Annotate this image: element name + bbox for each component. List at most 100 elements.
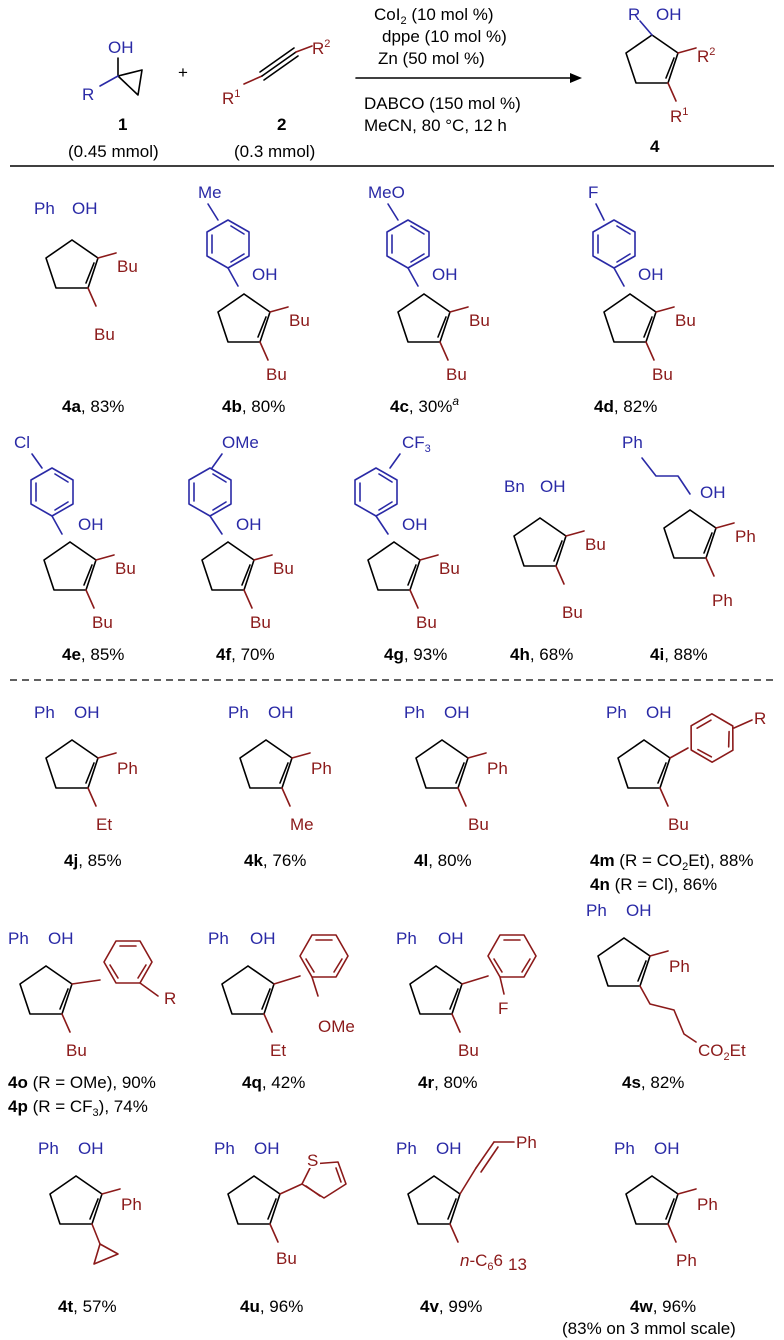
- svg-text:Ph: Ph: [117, 759, 138, 778]
- product-4k: Ph OH Ph Me 4k, 76%: [228, 703, 332, 870]
- svg-text:Bu: Bu: [289, 311, 310, 330]
- svg-text:Bu: Bu: [92, 613, 113, 632]
- amount-1: (0.45 mmol): [68, 142, 159, 161]
- svg-text:Bu: Bu: [668, 815, 689, 834]
- reaction-conditions: CoI2 (10 mol %) dppe (10 mol %) Zn (50 m…: [355, 5, 582, 135]
- svg-text:4j, 85%: 4j, 85%: [64, 851, 122, 870]
- r1-label: R1: [222, 88, 240, 108]
- svg-text:Ph: Ph: [311, 759, 332, 778]
- svg-text:OH: OH: [540, 477, 566, 496]
- svg-text:Ph: Ph: [586, 901, 607, 920]
- svg-text:Bu: Bu: [115, 559, 136, 578]
- product-4a: Ph OH Bu Bu 4a, 83%: [34, 199, 138, 416]
- svg-text:Ph: Ph: [396, 1139, 417, 1158]
- svg-text:4: 4: [650, 137, 660, 156]
- product-4q: Ph OH OMe Et 4q, 42%: [208, 929, 355, 1092]
- product-4l: Ph OH Ph Bu 4l, 80%: [404, 703, 508, 870]
- svg-text:OH: OH: [638, 265, 664, 284]
- svg-text:Ph: Ph: [38, 1139, 59, 1158]
- product-4i: Ph OH Ph Ph 4i, 88%: [622, 433, 756, 664]
- svg-text:Ph: Ph: [214, 1139, 235, 1158]
- r1-label: R1: [670, 106, 688, 126]
- condition-dppe: dppe (10 mol %): [382, 27, 507, 46]
- product-4f: OMe OH Bu Bu 4f, 70%: [188, 433, 294, 664]
- product-4v: Ph OH Ph n-C66 13 4v, 99%: [396, 1133, 537, 1316]
- svg-text:Ph: Ph: [121, 1195, 142, 1214]
- svg-text:OH: OH: [626, 901, 652, 920]
- product-4m-4n: Ph OH R Bu 4m (R = CO2Et), 88% 4n (R = C…: [590, 703, 766, 894]
- svg-text:Bu: Bu: [468, 815, 489, 834]
- svg-text:MeO: MeO: [368, 183, 405, 202]
- svg-text:Ph: Ph: [396, 929, 417, 948]
- product-4s: Ph OH Ph CO2Et 4s, 82%: [586, 901, 746, 1092]
- svg-text:4g, 93%: 4g, 93%: [384, 645, 447, 664]
- svg-text:OH: OH: [432, 265, 458, 284]
- svg-text:OH: OH: [438, 929, 464, 948]
- svg-text:Bu: Bu: [250, 613, 271, 632]
- svg-text:Ph: Ph: [735, 527, 756, 546]
- svg-text:Ph: Ph: [487, 759, 508, 778]
- condition-dabco: DABCO (150 mol %): [364, 94, 521, 113]
- r2-label: R2: [312, 38, 330, 58]
- svg-text:OMe: OMe: [318, 1017, 355, 1036]
- svg-text:OH: OH: [402, 515, 428, 534]
- svg-text:4c, 30%a: 4c, 30%a: [390, 394, 459, 416]
- r-label: R: [82, 85, 94, 104]
- svg-text:R: R: [164, 989, 176, 1008]
- oh-label: OH: [108, 38, 134, 57]
- r2-label: R2: [697, 46, 715, 66]
- condition-solvent: MeCN, 80 °C, 12 h: [364, 116, 507, 135]
- svg-text:OH: OH: [250, 929, 276, 948]
- product-4g: CF3 OH Bu Bu 4g, 93%: [354, 433, 460, 664]
- svg-text:Bu: Bu: [652, 365, 673, 384]
- svg-text:4t, 57%: 4t, 57%: [58, 1297, 117, 1316]
- svg-text:Bu: Bu: [562, 603, 583, 622]
- svg-text:Ph: Ph: [712, 591, 733, 610]
- svg-text:4d, 82%: 4d, 82%: [594, 397, 657, 416]
- svg-text:4p (R = CF3), 74%: 4p (R = CF3), 74%: [8, 1097, 148, 1119]
- svg-text:4h, 68%: 4h, 68%: [510, 645, 573, 664]
- svg-text:Bu: Bu: [266, 365, 287, 384]
- product-4j: Ph OH Ph Et 4j, 85%: [34, 703, 138, 870]
- svg-text:OH: OH: [78, 1139, 104, 1158]
- product-4e: Cl OH Bu Bu 4e, 85%: [14, 433, 136, 664]
- svg-text:Bu: Bu: [94, 325, 115, 344]
- svg-text:4o (R = OMe), 90%: 4o (R = OMe), 90%: [8, 1073, 156, 1092]
- product-4h: Bn OH Bu Bu 4h, 68%: [504, 477, 606, 664]
- svg-text:4r, 80%: 4r, 80%: [418, 1073, 478, 1092]
- svg-text:OH: OH: [252, 265, 278, 284]
- svg-text:Bu: Bu: [66, 1041, 87, 1060]
- svg-text:Ph: Ph: [404, 703, 425, 722]
- reagent-2: R1 R2 2 (0.3 mmol): [222, 38, 330, 161]
- svg-text:Ph: Ph: [614, 1139, 635, 1158]
- product-4w: Ph OH Ph Ph 4w, 96% (83% on 3 mmol scale…: [562, 1139, 736, 1338]
- product-4d: F OH Bu Bu 4d, 82%: [588, 183, 696, 416]
- svg-text:Ph: Ph: [228, 703, 249, 722]
- svg-text:4m (R = CO2Et), 88%: 4m (R = CO2Et), 88%: [590, 851, 753, 873]
- svg-text:OMe: OMe: [222, 433, 259, 452]
- svg-text:CO2Et: CO2Et: [698, 1041, 746, 1063]
- svg-text:4e, 85%: 4e, 85%: [62, 645, 124, 664]
- svg-text:Bu: Bu: [585, 535, 606, 554]
- svg-text:Ph: Ph: [676, 1251, 697, 1270]
- svg-text:R: R: [754, 709, 766, 728]
- product-4t: Ph OH Ph 4t, 57%: [38, 1139, 142, 1316]
- svg-text:Ph: Ph: [208, 929, 229, 948]
- svg-text:Bu: Bu: [446, 365, 467, 384]
- svg-text:4b, 80%: 4b, 80%: [222, 397, 285, 416]
- condition-coi2: CoI2 (10 mol %): [374, 5, 494, 27]
- svg-text:OH: OH: [656, 5, 682, 24]
- svg-text:Ph: Ph: [622, 433, 643, 452]
- svg-text:F: F: [498, 999, 508, 1018]
- svg-text:4a, 83%: 4a, 83%: [62, 397, 124, 416]
- svg-text:Ph: Ph: [669, 957, 690, 976]
- svg-text:Ph: Ph: [516, 1133, 537, 1152]
- svg-text:Ph: Ph: [697, 1195, 718, 1214]
- svg-text:Bu: Bu: [276, 1249, 297, 1268]
- svg-text:OH: OH: [700, 483, 726, 502]
- svg-text:4f, 70%: 4f, 70%: [216, 645, 275, 664]
- amount-2: (0.3 mmol): [234, 142, 315, 161]
- svg-text:Bu: Bu: [469, 311, 490, 330]
- product-4-general: R OH R2 R1 4: [625, 5, 715, 156]
- condition-zn: Zn (50 mol %): [378, 49, 485, 68]
